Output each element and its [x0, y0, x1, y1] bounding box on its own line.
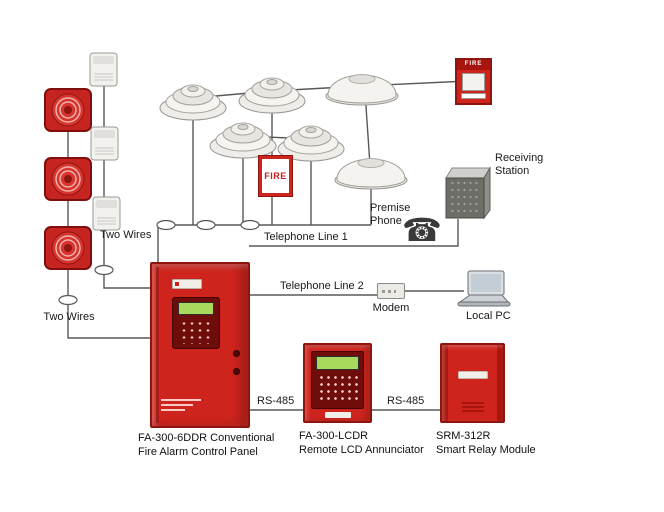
label-premise-phone-line1: Premise — [370, 202, 411, 214]
label-premise-phone: Premise Phone — [370, 202, 410, 228]
relay-vent — [461, 402, 484, 412]
smoke-detector-icon — [209, 122, 277, 159]
pull-station-bar — [461, 93, 486, 99]
alarm-sounder-icon — [44, 88, 92, 132]
caption-relay-module: SRM-312R Smart Relay Module — [436, 429, 536, 458]
caption-annunciator-line2: Remote LCD Annunciator — [299, 444, 424, 457]
label-premise-phone-line2: Phone — [370, 215, 402, 228]
caption-control-panel-line1: FA-300-6DDR Conventional — [138, 432, 275, 444]
label-local-pc: Local PC — [466, 310, 511, 322]
label-telephone-line-2: Telephone Line 2 — [280, 280, 364, 292]
heat-detector-module-icon — [89, 52, 118, 87]
panel-key-grid — [178, 318, 214, 344]
caption-relay-module-line1: SRM-312R — [436, 430, 491, 442]
wire-telephone-line-1 — [249, 219, 459, 247]
panel-lock — [233, 368, 240, 375]
smart-relay-module — [440, 343, 505, 423]
panel-hinge — [156, 267, 159, 423]
heat-detector-module-icon — [90, 126, 119, 161]
brand-logo — [457, 371, 488, 379]
wire-loop-symbols — [58, 219, 260, 306]
fire-sign-text: FIRE — [264, 171, 287, 181]
telephone-icon: ☎ — [402, 212, 442, 248]
fire-alarm-control-panel — [150, 262, 250, 428]
annunciator-lcd-display — [316, 356, 359, 370]
caption-control-panel-line2: Fire Alarm Control Panel — [138, 446, 258, 459]
caption-annunciator: FA-300-LCDR Remote LCD Annunciator — [299, 429, 424, 458]
modem-icon — [377, 283, 405, 299]
annunciator-key-grid — [316, 373, 359, 403]
laptop-icon — [457, 270, 511, 307]
label-rs485-left: RS-485 — [257, 395, 295, 407]
caption-annunciator-line1: FA-300-LCDR — [299, 430, 369, 442]
label-telephone-line-1: Telephone Line 1 — [264, 231, 348, 243]
fire-sign: FIRE — [258, 155, 293, 197]
panel-lcd-display — [178, 302, 214, 315]
dome-smoke-detector-icon — [325, 74, 399, 106]
label-receiving-station-line1: Receiving — [495, 152, 544, 164]
brand-logo — [324, 412, 351, 418]
brand-logo — [172, 279, 202, 289]
receiving-station-icon — [445, 166, 491, 220]
wire-module-loop — [103, 60, 150, 289]
remote-lcd-annunciator — [303, 343, 372, 423]
wire-detector-bus — [157, 224, 371, 262]
panel-lock — [233, 350, 240, 357]
panel-spec-text — [161, 396, 201, 414]
label-receiving-station: Receiving Station — [495, 152, 543, 178]
label-two-wires-sounders: Two Wires — [43, 311, 95, 323]
caption-relay-module-line2: Smart Relay Module — [436, 444, 536, 457]
smoke-detector-icon — [159, 84, 227, 121]
label-modem: Modem — [372, 302, 410, 314]
wire-detector-top-chain — [192, 80, 469, 99]
alarm-sounder-icon — [44, 157, 92, 201]
manual-pull-station: FIRE — [455, 58, 492, 105]
panel-keypad — [172, 297, 220, 349]
heat-detector-module-icon — [92, 196, 121, 231]
alarm-sounder-icon — [44, 226, 92, 270]
smoke-detector-icon — [238, 77, 306, 114]
dome-smoke-detector-icon — [334, 158, 408, 190]
label-two-wires-detectors: Two Wires — [100, 229, 152, 241]
label-receiving-station-line2: Station — [495, 165, 530, 178]
fire-sign-panel: FIRE — [262, 159, 289, 193]
label-rs485-right: RS-485 — [387, 395, 425, 407]
annunciator-faceplate — [311, 351, 364, 409]
pull-station-header: FIRE — [457, 60, 490, 70]
pull-station-label-area — [462, 73, 485, 91]
caption-control-panel: FA-300-6DDR Conventional Fire Alarm Cont… — [138, 431, 274, 460]
smoke-detector-icon — [277, 125, 345, 162]
